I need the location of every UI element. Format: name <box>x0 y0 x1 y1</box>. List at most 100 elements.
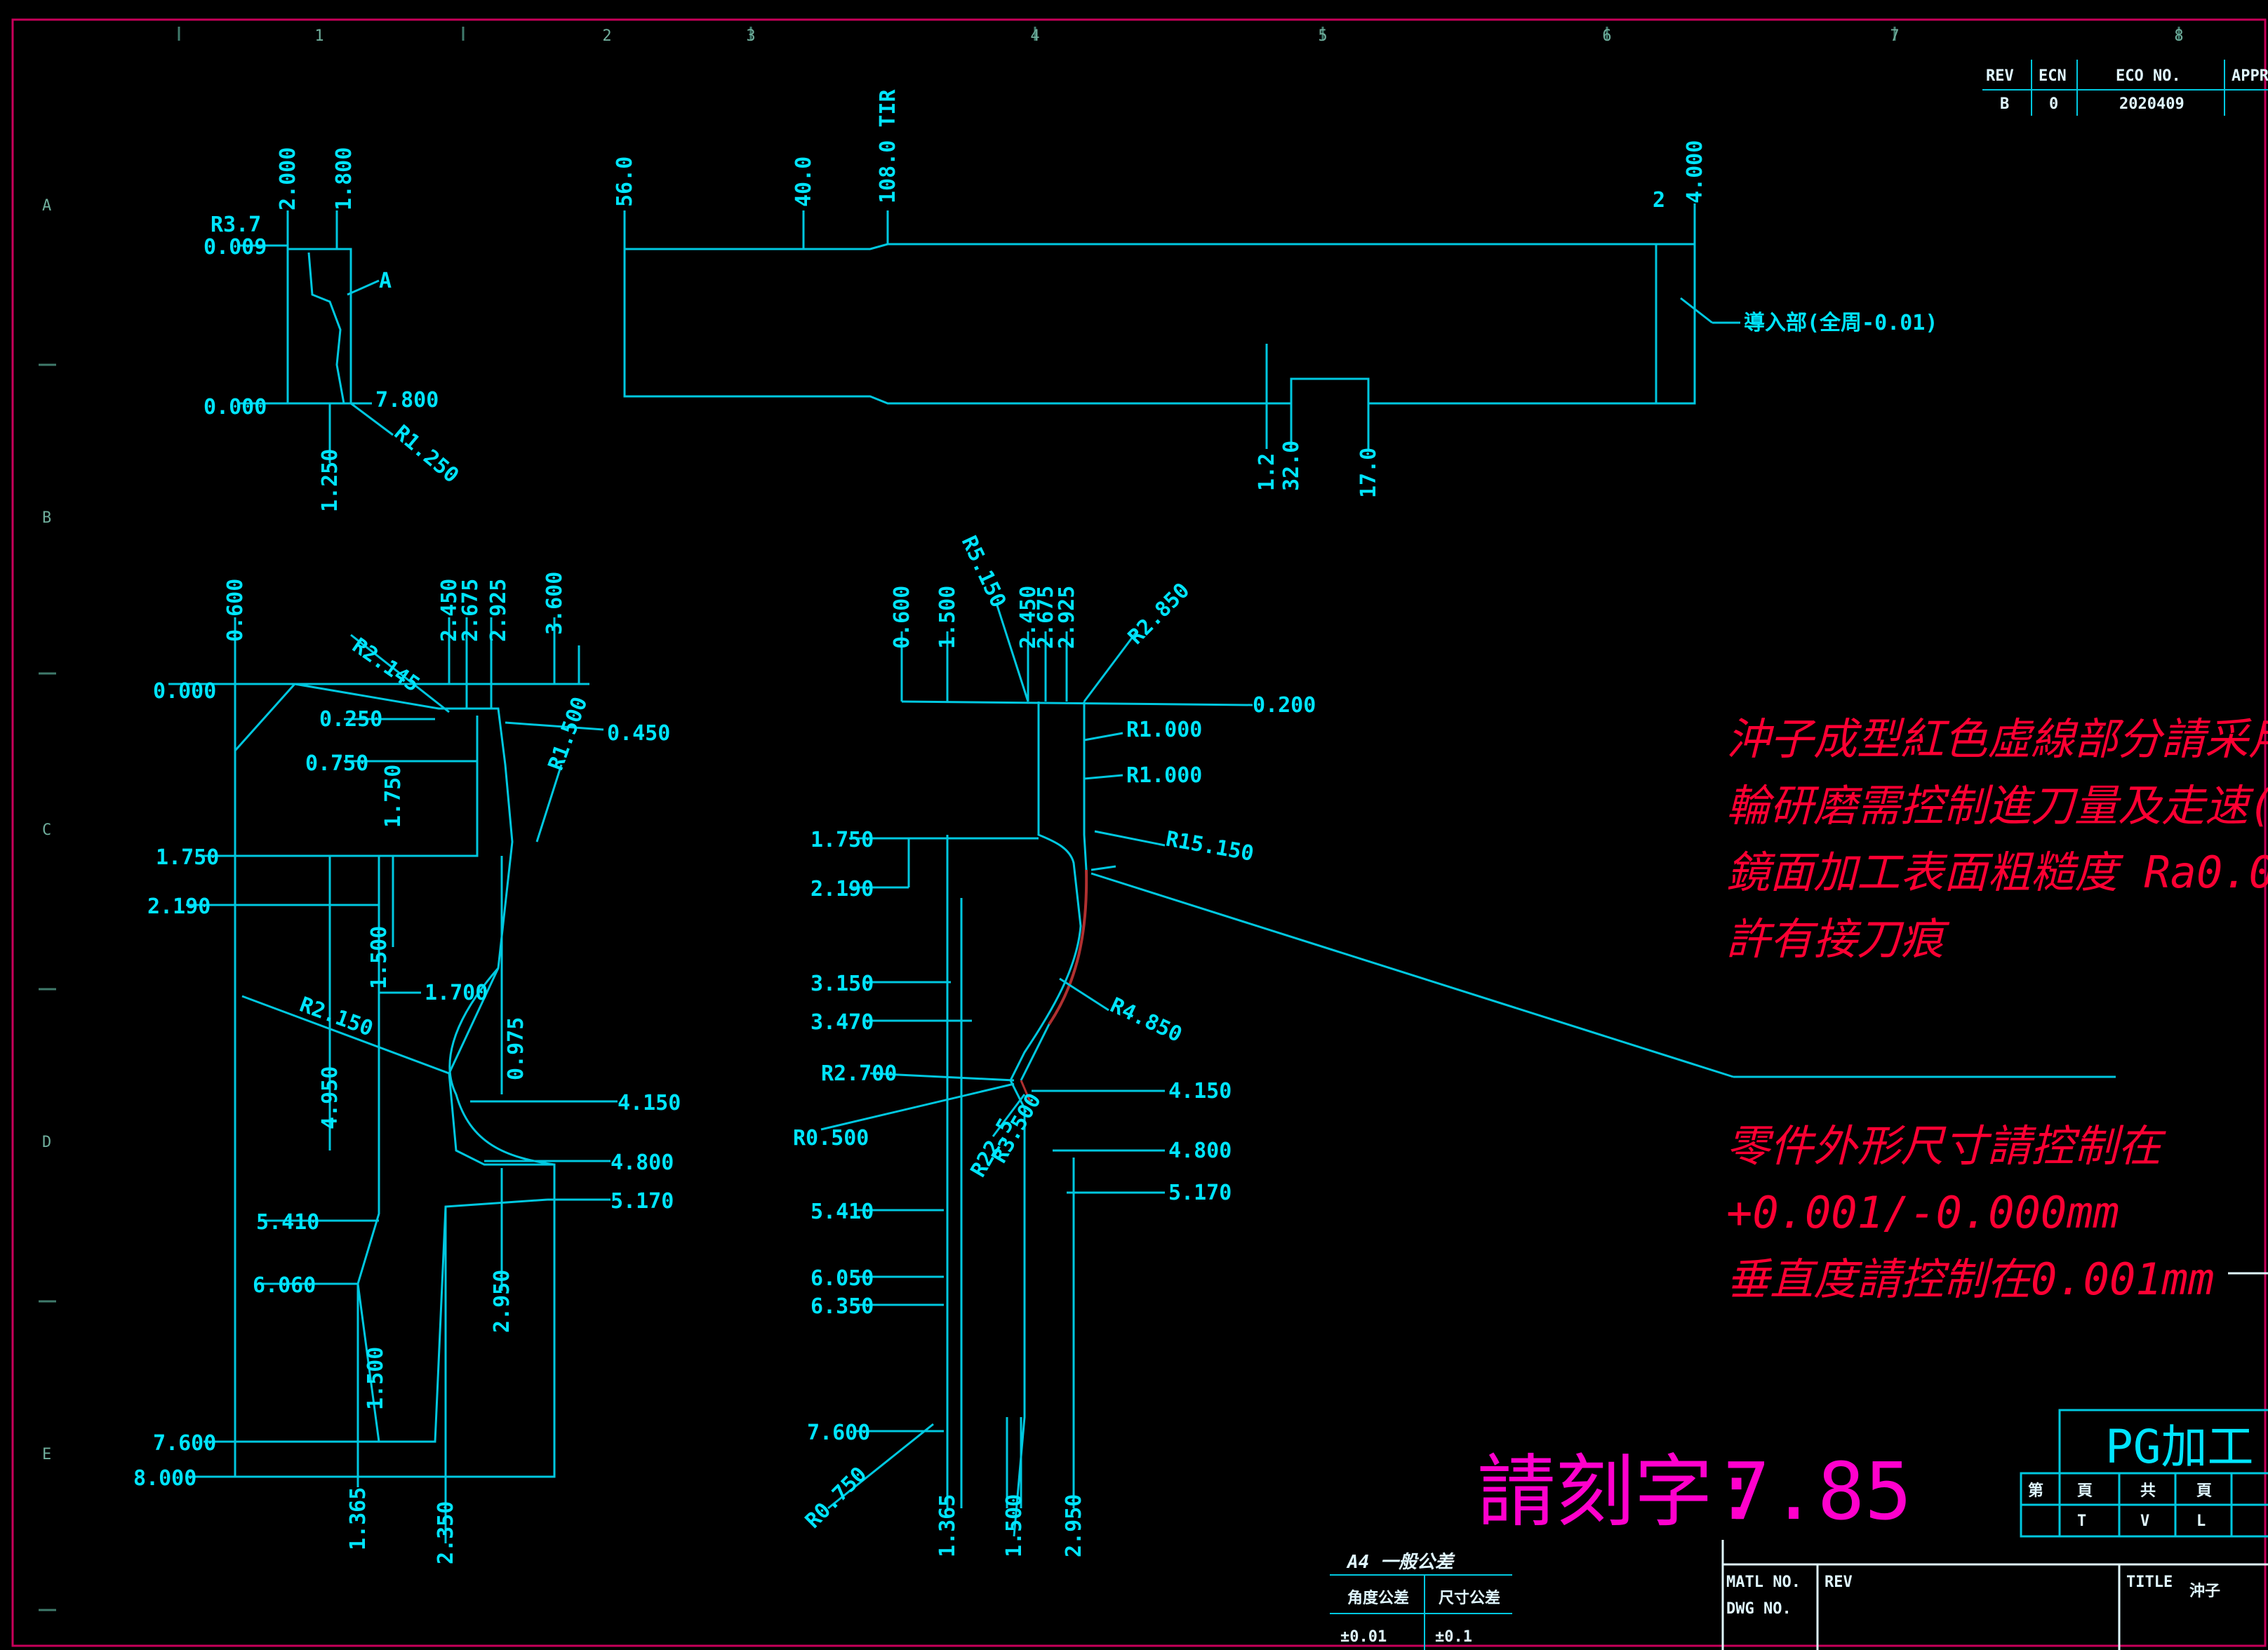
center-radius-r0750: R0.750 <box>801 1462 872 1533</box>
general-tolerance-table <box>1330 1574 1512 1650</box>
ecn-header: ECN <box>2039 67 2067 85</box>
left-top-0600: 0.600 <box>223 579 248 642</box>
ruler-left-b: B <box>42 509 51 527</box>
note-forming-line-4: 許有接刀痕 <box>1726 913 1950 965</box>
center-left-6350: 6.350 <box>811 1294 874 1319</box>
left-right-4800: 4.800 <box>611 1151 674 1175</box>
ecn-value: 0 <box>2049 95 2058 113</box>
center-right-r1000-a: R1.000 <box>1126 718 1202 742</box>
small-dim-1250: 1.250 <box>318 449 342 512</box>
engrave-label: 請刻字: <box>1477 1447 1760 1538</box>
process-row1-cell2: 頁 <box>2077 1482 2093 1500</box>
ruler-left-e: E <box>42 1446 51 1463</box>
appr-header: APPR <box>2232 67 2268 85</box>
left-inner-1500-a: 1.500 <box>367 926 392 989</box>
part-title: 沖子 <box>2189 1583 2220 1600</box>
left-inner-1365: 1.365 <box>346 1487 371 1550</box>
top-dim-32: 32.0 <box>1279 441 1304 491</box>
center-top-0600: 0.600 <box>890 586 914 649</box>
process-row1-cell4: 頁 <box>2196 1482 2212 1500</box>
small-dim-r3-7: R3.7 <box>211 213 261 237</box>
center-detail-dims: 1.750 2.190 3.150 3.470 R2.700 R0.500 5.… <box>793 532 1316 1557</box>
left-detail <box>168 617 618 1543</box>
process-box-cells: 第 頁 共 頁 T V L <box>2028 1482 2212 1530</box>
ruler-top-7: 7 <box>1890 27 1899 45</box>
left-inner-4950: 4.950 <box>318 1066 342 1129</box>
left-ruler <box>39 363 56 1611</box>
general-tolerance-heading: A4 一般公差 <box>1346 1552 1455 1573</box>
left-inner-1750: 1.750 <box>381 765 406 828</box>
process-label: PG加工 <box>2105 1420 2253 1474</box>
top-dim-17: 17.0 <box>1356 448 1381 498</box>
process-box <box>2020 1409 2268 1538</box>
general-tolerance-text: A4 一般公差 角度公差 尺寸公差 ±0.01 ±0.1 <box>1340 1552 1500 1646</box>
left-inner-0975: 0.975 <box>504 1017 528 1080</box>
ruler-top-6: 6 <box>1602 27 1611 45</box>
center-right-5170: 5.170 <box>1168 1181 1232 1205</box>
ruler-top-2: 2 <box>602 27 611 45</box>
small-dim-r1250: R1.250 <box>389 420 464 488</box>
rev-label: REV <box>1825 1574 1853 1591</box>
top-ruler <box>178 27 2180 41</box>
process-row2-cell3: L <box>2196 1512 2206 1530</box>
ruler-top-3: 3 <box>746 27 755 45</box>
ruler-left-d: D <box>42 1134 51 1151</box>
center-radius-r5150: R5.150 <box>956 532 1011 612</box>
small-dim-label-a: A <box>379 269 392 293</box>
process-row1-cell3: 共 <box>2140 1482 2156 1500</box>
process-row2-cell2: V <box>2140 1512 2149 1530</box>
left-dim-5410: 5.410 <box>256 1210 319 1235</box>
top-ruler-labels: 1 2 3 4 5 6 7 8 <box>314 27 2183 45</box>
process-row1-cell1: 第 <box>2028 1482 2043 1500</box>
center-right-4150: 4.150 <box>1168 1079 1232 1104</box>
ruler-top-5: 5 <box>1318 27 1327 45</box>
left-inner-2350: 2.350 <box>434 1501 458 1564</box>
engrave-value: 7.85 <box>1723 1447 1912 1538</box>
left-dim-2190: 2.190 <box>147 894 211 919</box>
note-forming-line-2: 輪研磨需控制進刀量及走速(20%) <box>1726 780 2268 831</box>
small-dim-0009: 0.009 <box>204 235 267 260</box>
center-left-2190: 2.190 <box>811 877 874 901</box>
rev-header: REV <box>1986 67 2014 85</box>
left-dim-7600: 7.600 <box>153 1431 216 1456</box>
note-tolerance-line-2: +0.001/-0.000mm <box>1726 1187 2119 1238</box>
note-forming-line-3: 鏡面加工表面粗糙度 Ra0.02。不允 <box>1726 847 2268 898</box>
center-bottom-2950: 2.950 <box>1062 1494 1086 1557</box>
small-detail-dims: 2.000 1.800 R3.7 0.009 7.800 0.000 R1.25… <box>204 147 463 512</box>
top-dim-40: 40.0 <box>792 156 816 207</box>
note-forming-line-1: 沖子成型紅色虛線部分請采用細砂 <box>1726 713 2268 765</box>
center-top-2450: 2.450 <box>1016 586 1041 649</box>
center-top-2925: 2.925 <box>1055 586 1079 649</box>
center-left-1750: 1.750 <box>811 828 874 852</box>
eco-header: ECO NO. <box>2116 67 2181 85</box>
top-view <box>623 203 1740 449</box>
center-top-2675: 2.675 <box>1034 586 1058 649</box>
left-dim-0750: 0.750 <box>305 751 368 776</box>
top-marker-2: 2 <box>1653 188 1665 213</box>
center-bottom-1365: 1.365 <box>935 1494 960 1557</box>
small-detail <box>239 210 394 463</box>
note-tolerance-line-1: 零件外形尺寸請控制在 <box>1726 1120 2166 1172</box>
ruler-left-c: C <box>42 821 51 839</box>
revision-table-text: REV ECN ECO NO. APPR B 0 2020409 <box>1986 67 2268 113</box>
top-dim-1-2: 1.2 <box>1255 453 1279 491</box>
small-dim-1800: 1.800 <box>332 147 356 210</box>
center-right-r4850: R4.850 <box>1107 993 1186 1048</box>
small-dim-2000: 2.000 <box>276 147 300 210</box>
size-tolerance-value: ±0.1 <box>1435 1628 1472 1646</box>
note-tolerance-line-3: 垂直度請控制在0.001mm <box>1726 1254 2214 1305</box>
center-detail <box>820 603 2116 1537</box>
center-right-r15150: R15.150 <box>1164 826 1256 866</box>
matl-no-label: MATL NO. <box>1726 1574 1801 1591</box>
title-block <box>1721 1540 2268 1650</box>
left-right-4150: 4.150 <box>618 1091 681 1115</box>
left-right-1700: 1.700 <box>425 981 488 1005</box>
center-left-6050: 6.050 <box>811 1266 874 1291</box>
center-left-3150: 3.150 <box>811 972 874 996</box>
size-tolerance-label: 尺寸公差 <box>1439 1589 1500 1607</box>
left-detail-dims: 0.000 0.250 0.750 1.750 2.190 5.410 6.06… <box>133 572 681 1564</box>
eco-value: 2020409 <box>2119 95 2184 113</box>
center-radius-r2850: R2.850 <box>1123 578 1194 649</box>
left-radius-2150: R2.150 <box>296 993 376 1042</box>
